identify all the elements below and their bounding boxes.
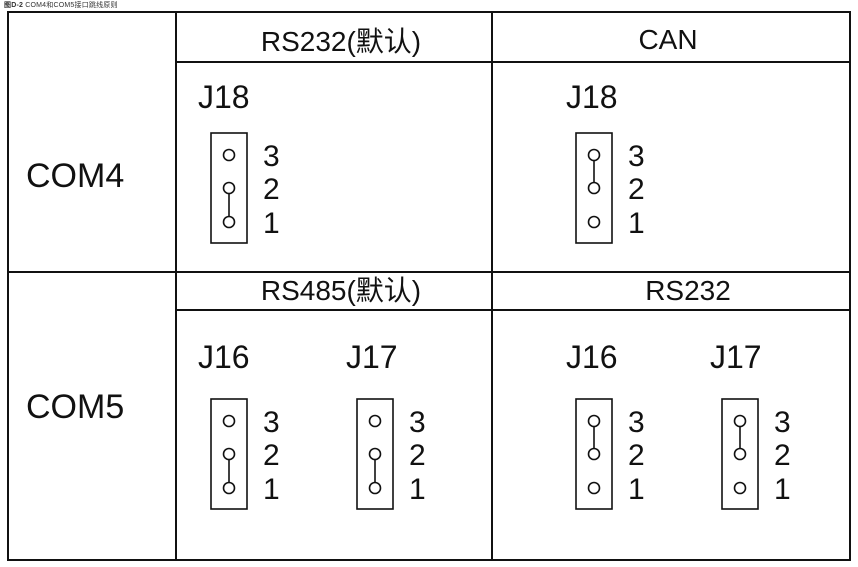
mode-header-com4-can: CAN bbox=[638, 24, 697, 55]
pin-number-label: 3 bbox=[263, 140, 280, 173]
pin-number-label: 2 bbox=[628, 173, 645, 206]
header-outline bbox=[721, 398, 759, 510]
pin-1 bbox=[733, 481, 747, 495]
jumper-connector: J16 321 bbox=[198, 339, 280, 510]
port-label-com5: COM5 bbox=[26, 388, 124, 426]
pin-3 bbox=[222, 148, 236, 162]
pin-number-label: 3 bbox=[774, 406, 791, 439]
connector-label: J17 bbox=[346, 339, 398, 375]
header-outline bbox=[575, 398, 613, 510]
pin-number-label: 2 bbox=[409, 439, 426, 472]
connector-label: J16 bbox=[566, 339, 618, 375]
pin-number-label: 1 bbox=[774, 473, 791, 506]
header-outline bbox=[575, 132, 613, 244]
table-border bbox=[7, 11, 851, 561]
connector-label: J18 bbox=[566, 79, 618, 115]
pin-number-label: 2 bbox=[263, 173, 280, 206]
pin-1 bbox=[222, 215, 236, 229]
figure-caption: 图D-2 COM4和COM5接口跳线原则 bbox=[4, 0, 118, 10]
table-grid bbox=[7, 11, 851, 561]
pin-number-label: 3 bbox=[409, 406, 426, 439]
pin-1 bbox=[587, 481, 601, 495]
pin-3 bbox=[587, 414, 601, 428]
pin-number-label: 1 bbox=[628, 207, 645, 240]
pin-number-label: 1 bbox=[409, 473, 426, 506]
pin-1 bbox=[368, 481, 382, 495]
jumper-connector: J16 321 bbox=[566, 339, 645, 510]
pin-number-label: 2 bbox=[774, 439, 791, 472]
connector-label: J18 bbox=[198, 79, 250, 115]
pin-3 bbox=[733, 414, 747, 428]
pin-1 bbox=[222, 481, 236, 495]
figure-caption-prefix: 图D-2 bbox=[4, 2, 24, 9]
mode-header-com5-rs485: RS485(默认) bbox=[261, 275, 421, 306]
pin-1 bbox=[587, 215, 601, 229]
pin-2 bbox=[222, 447, 236, 461]
pin-3 bbox=[222, 414, 236, 428]
header-outline bbox=[210, 398, 248, 510]
pin-number-label: 2 bbox=[263, 439, 280, 472]
jumper-connector: J17 321 bbox=[346, 339, 426, 510]
pin-3 bbox=[587, 148, 601, 162]
connector-label: J17 bbox=[710, 339, 762, 375]
header-outline bbox=[210, 132, 248, 244]
pin-3 bbox=[368, 414, 382, 428]
pin-number-label: 1 bbox=[263, 207, 280, 240]
pin-number-label: 1 bbox=[263, 473, 280, 506]
pin-2 bbox=[733, 447, 747, 461]
port-label-com4: COM4 bbox=[26, 157, 124, 195]
pin-number-label: 1 bbox=[628, 473, 645, 506]
jumper-connector: J18 321 bbox=[566, 79, 645, 244]
jumper-connector: J18 321 bbox=[198, 79, 280, 244]
mode-header-com4-rs232: RS232(默认) bbox=[261, 26, 421, 57]
pin-number-label: 2 bbox=[628, 439, 645, 472]
figure-caption-text: COM4和COM5接口跳线原则 bbox=[25, 2, 118, 9]
pin-2 bbox=[222, 181, 236, 195]
pin-number-label: 3 bbox=[628, 406, 645, 439]
header-outline bbox=[356, 398, 394, 510]
mode-header-com5-rs232: RS232 bbox=[645, 275, 731, 306]
pin-number-label: 3 bbox=[628, 140, 645, 173]
pin-2 bbox=[587, 447, 601, 461]
pin-2 bbox=[587, 181, 601, 195]
pin-2 bbox=[368, 447, 382, 461]
jumper-connector: J17 321 bbox=[710, 339, 791, 510]
pin-number-label: 3 bbox=[263, 406, 280, 439]
connector-label: J16 bbox=[198, 339, 250, 375]
